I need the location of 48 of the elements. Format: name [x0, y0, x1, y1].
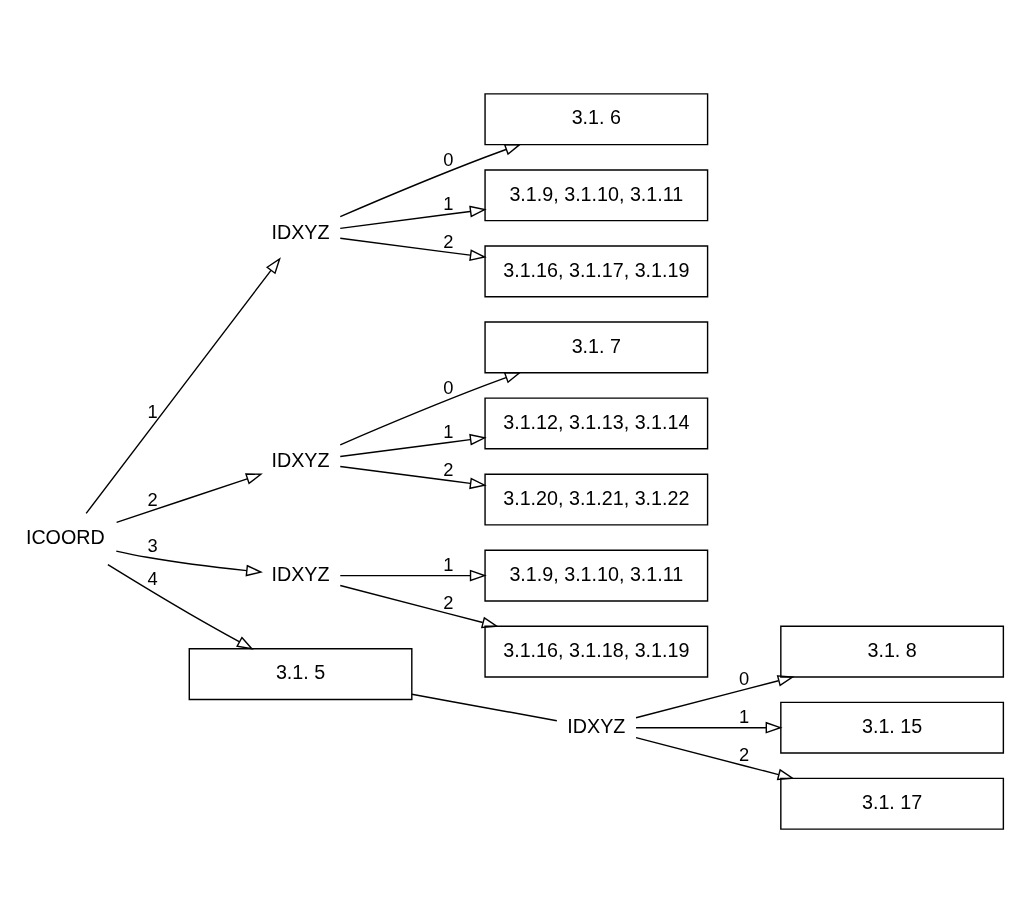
arrow [634, 736, 795, 780]
node-text: IDXYZ [271, 562, 330, 585]
node-box: 3.1.16, 3.1.18, 3.1.19 [483, 625, 708, 678]
node-text: IDXYZ [271, 220, 330, 243]
node-text: ICOORD [25, 525, 105, 548]
edge-label: 0 [738, 667, 749, 689]
arrow [339, 465, 487, 489]
arrow [634, 721, 782, 734]
node-box: 3.1.20, 3.1.21, 3.1.22 [483, 472, 708, 526]
edge-label: 2 [442, 458, 454, 480]
node-text: IDXYZ [271, 448, 330, 471]
edge-label: 2 [442, 230, 454, 252]
arrow [84, 256, 281, 514]
edge-label: 1 [442, 553, 454, 575]
arrow [115, 549, 263, 576]
node-box: 3.1.9, 3.1.10, 3.1.11 [483, 168, 708, 221]
edge-label: 2 [442, 591, 454, 613]
edge-label: 1 [442, 192, 454, 214]
edge-label: 2 [738, 743, 749, 765]
node-box: 3.1. 15 [779, 701, 1004, 754]
edge-label: 4 [147, 567, 158, 589]
arrow [339, 205, 487, 229]
node-box: 3.1.9, 3.1.10, 3.1.11 [483, 549, 708, 602]
edge-label: 0 [442, 376, 454, 398]
arrow [339, 584, 499, 628]
arrow [634, 674, 795, 718]
edge-label: 2 [147, 488, 158, 510]
arrow [339, 237, 487, 261]
node-box: 3.1.16, 3.1.17, 3.1.19 [483, 244, 708, 297]
node-box: 3.1. 5 [188, 647, 413, 700]
node-box: 3.1. 7 [483, 320, 708, 373]
arrow [339, 143, 522, 217]
node-box: 3.1. 17 [779, 777, 1004, 830]
edge-label: 1 [147, 400, 158, 422]
edge-label: 1 [442, 420, 454, 442]
node-box: 3.1. 6 [483, 92, 708, 145]
edge-label: 0 [442, 148, 454, 170]
connector [410, 693, 558, 721]
arrow [339, 569, 487, 581]
arrow [115, 472, 263, 523]
node-text: IDXYZ [566, 714, 625, 737]
arrow [106, 563, 254, 650]
arrow [339, 371, 522, 445]
arrow [339, 433, 487, 457]
node-box: 3.1.12, 3.1.13, 3.1.14 [483, 396, 708, 450]
edge-label: 3 [147, 534, 158, 556]
edge-label: 1 [738, 705, 749, 727]
node-box: 3.1. 8 [779, 625, 1004, 678]
